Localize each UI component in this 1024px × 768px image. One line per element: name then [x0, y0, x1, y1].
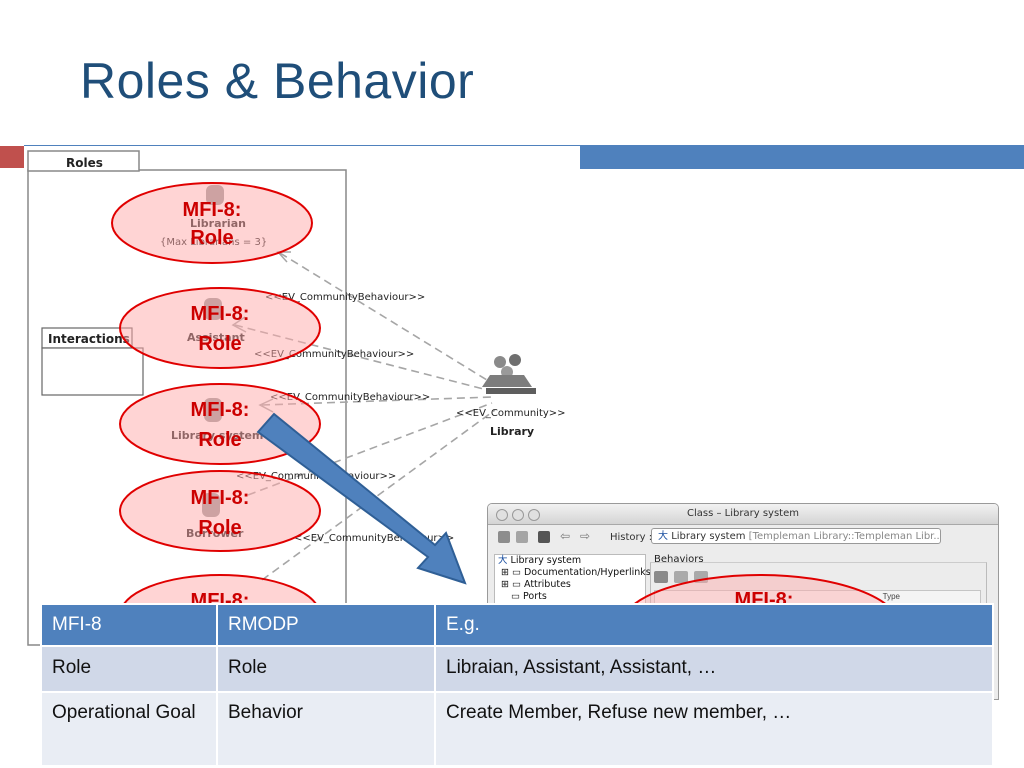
tree-item-label: Documentation/Hyperlinks [523, 567, 651, 578]
window-zoom-icon[interactable] [528, 509, 540, 521]
class-icon: 大 [498, 555, 508, 566]
oval-label-line2: Role [198, 517, 241, 539]
stereotype-label: <<EV_CommunityBehaviour>> [254, 349, 414, 360]
table-cell: Behavior [216, 691, 436, 767]
class-window-toolbar: ⇦ ⇨ History : 大 Library system [Templema… [488, 525, 998, 551]
table-header-cell: MFI-8 [40, 603, 218, 647]
interactions-package [41, 347, 144, 396]
oval-label-line1: MFI-8: [191, 399, 250, 421]
expand-icon[interactable]: ⊞ [501, 567, 509, 578]
roles-package-tab [27, 150, 140, 172]
list-view-icon[interactable] [498, 531, 510, 543]
history-label: History : [610, 532, 653, 543]
annotation-oval-library-system [119, 383, 321, 465]
interactions-package-label: Interactions [48, 332, 130, 346]
stereotype-label: <<EV_CommunityBehaviour>> [265, 292, 425, 303]
annotation-oval-librarian [111, 182, 313, 264]
annotation-oval-borrower [119, 470, 321, 552]
roles-package-label: Roles [66, 156, 103, 170]
oval-label-line1: MFI-8: [183, 199, 242, 221]
tree-item[interactable]: 大 Library system [495, 555, 645, 567]
stereotype-label: <<EV_CommunityBehaviour>> [294, 533, 454, 544]
stereotype-label: <<EV_CommunityBehaviour>> [236, 471, 396, 482]
tree-item-label: Ports [523, 591, 547, 602]
tree-item[interactable]: ⊞ ▭ Documentation/Hyperlinks [501, 567, 651, 578]
table-cell: Create Member, Refuse new member, … [434, 691, 994, 767]
tree-item[interactable]: ▭ Ports [511, 591, 547, 602]
oval-label-line1: MFI-8: [191, 487, 250, 509]
history-value: Library system [671, 531, 746, 542]
table-cell: Libraian, Assistant, Assistant, … [434, 645, 994, 693]
mapping-arrow [256, 412, 467, 585]
community-icon [482, 354, 536, 394]
table-header-row: MFI-8 RMODP E.g. [40, 603, 994, 647]
oval-label-line1: MFI-8: [191, 303, 250, 325]
table-header-cell: E.g. [434, 603, 994, 647]
expand-icon[interactable]: ⊞ [501, 579, 509, 590]
oval-label-line2: Role [198, 429, 241, 451]
history-path: [Templeman Library::Templeman Libr... [748, 531, 941, 542]
tree-view-icon[interactable] [516, 531, 528, 543]
oval-label-line2: Role [190, 227, 233, 249]
table-cell: Operational Goal [40, 691, 218, 767]
sort-icon[interactable] [654, 571, 668, 583]
class-icon: 大 [658, 531, 668, 542]
class-window-titlebar: Class – Library system [488, 504, 998, 525]
window-minimize-icon[interactable] [512, 509, 524, 521]
title-divider-line [24, 145, 580, 146]
oval-label-line2: Role [198, 333, 241, 355]
table-row: Operational Goal Behavior Create Member,… [40, 691, 994, 767]
accent-bar-blue [580, 145, 1024, 169]
accent-block-red [0, 146, 24, 168]
dependency-line-other [261, 409, 496, 581]
stereotype-label: <<EV_CommunityBehaviour>> [270, 392, 430, 403]
dependency-line-librarian [279, 252, 501, 389]
table-cell: Role [216, 645, 436, 693]
history-dropdown[interactable]: 大 Library system [Templeman Library::Tem… [651, 528, 941, 544]
tree-item[interactable]: ⊞ ▭ Attributes [501, 579, 571, 590]
filter-icon[interactable] [674, 571, 688, 583]
behaviors-label: Behaviors [654, 554, 704, 565]
forward-arrow-icon[interactable]: ⇨ [580, 529, 591, 543]
class-window-title: Class – Library system [687, 508, 799, 519]
table-cell: Role [40, 645, 218, 693]
copy-icon[interactable] [538, 531, 550, 543]
dependency-line-borrower [247, 402, 493, 496]
tree-item-label: Library system [510, 555, 582, 566]
slide-title: Roles & Behavior [80, 53, 475, 109]
back-arrow-icon[interactable]: ⇦ [560, 529, 571, 543]
community-stereotype: <<EV_Community>> [456, 408, 566, 419]
community-name: Library [490, 425, 534, 438]
table-header-cell: RMODP [216, 603, 436, 647]
window-close-icon[interactable] [496, 509, 508, 521]
mapping-table: MFI-8 RMODP E.g. Role Role Libraian, Ass… [40, 603, 994, 767]
table-row: Role Role Libraian, Assistant, Assistant… [40, 645, 994, 693]
annotation-oval-assistant [119, 287, 321, 369]
tree-item-label: Attributes [523, 579, 571, 590]
